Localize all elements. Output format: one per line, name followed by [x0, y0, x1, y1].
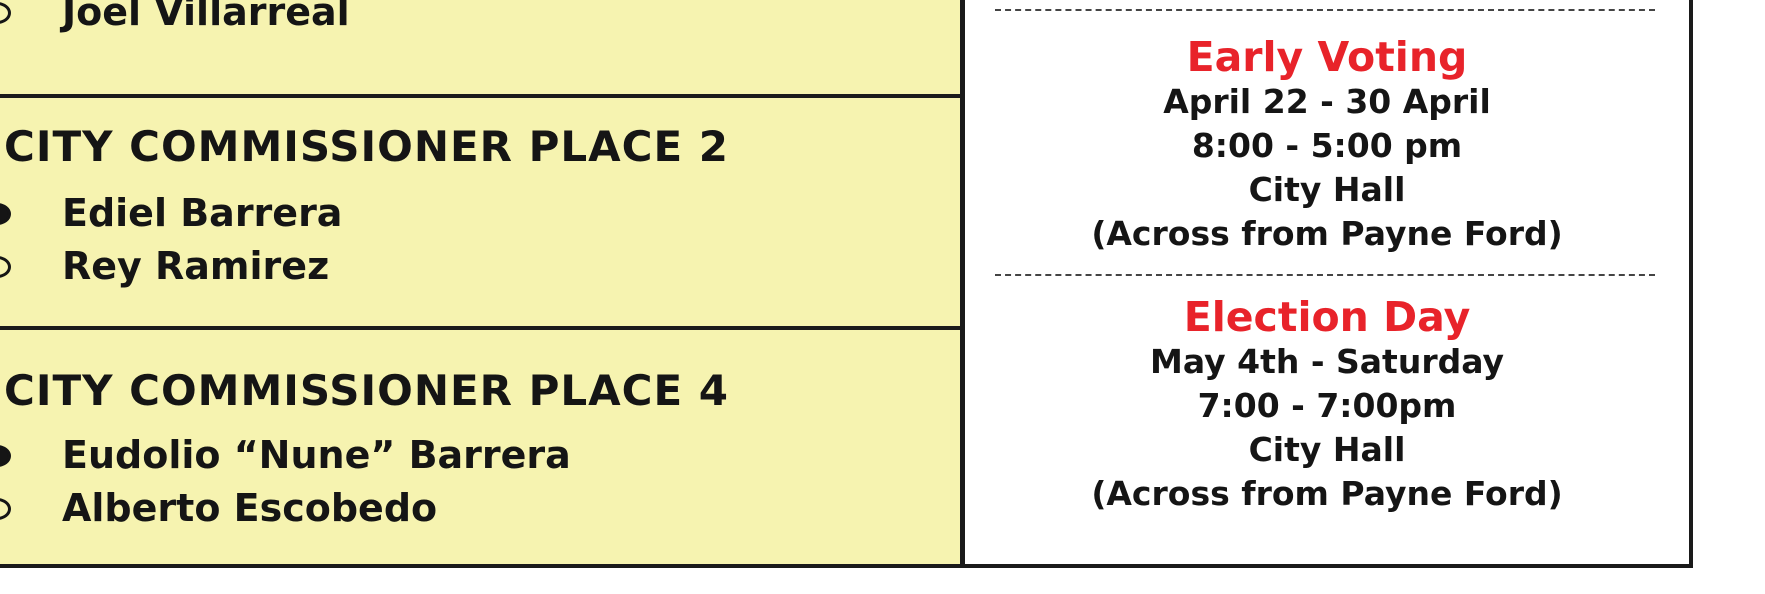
election-day-hours: 7:00 - 7:00pm: [1197, 386, 1457, 425]
candidate-name: Eudolio “Nune” Barrera: [62, 433, 571, 477]
radio-bubble-filled[interactable]: [0, 203, 11, 225]
candidate-name: Rey Ramirez: [62, 244, 330, 288]
race-title: CITY COMMISSIONER PLACE 2: [4, 122, 730, 171]
election-day-block: Election Day May 4th - Saturday 7:00 - 7…: [965, 294, 1689, 516]
election-day-title: Election Day: [1183, 293, 1471, 341]
dashed-divider: [995, 274, 1655, 276]
dashed-divider: [995, 9, 1655, 11]
early-voting-title: Early Voting: [1186, 33, 1468, 81]
radio-bubble-empty[interactable]: [0, 256, 11, 278]
ballot-panel: Joel Villarreal CITY COMMISSIONER PLACE …: [0, 0, 965, 568]
candidate-name: Ediel Barrera: [62, 191, 343, 235]
radio-bubble-empty[interactable]: [0, 498, 11, 520]
voting-info-panel: Early Voting April 22 - 30 April 8:00 - …: [965, 0, 1693, 568]
race-divider: [0, 94, 965, 98]
race-divider: [0, 326, 965, 330]
election-day-location-note: (Across from Payne Ford): [1091, 474, 1563, 513]
candidate-name: Joel Villarreal: [62, 0, 350, 34]
early-voting-dates: April 22 - 30 April: [1163, 82, 1491, 121]
early-voting-block: Early Voting April 22 - 30 April 8:00 - …: [965, 34, 1689, 256]
election-day-date: May 4th - Saturday: [1150, 342, 1504, 381]
radio-bubble-filled[interactable]: [0, 445, 11, 467]
radio-bubble-empty[interactable]: [0, 2, 11, 24]
early-voting-location: City Hall: [1248, 170, 1406, 209]
election-day-location: City Hall: [1248, 430, 1406, 469]
early-voting-location-note: (Across from Payne Ford): [1091, 214, 1563, 253]
early-voting-hours: 8:00 - 5:00 pm: [1191, 126, 1463, 165]
race-title: CITY COMMISSIONER PLACE 4: [4, 366, 730, 415]
candidate-name: Alberto Escobedo: [62, 486, 438, 530]
